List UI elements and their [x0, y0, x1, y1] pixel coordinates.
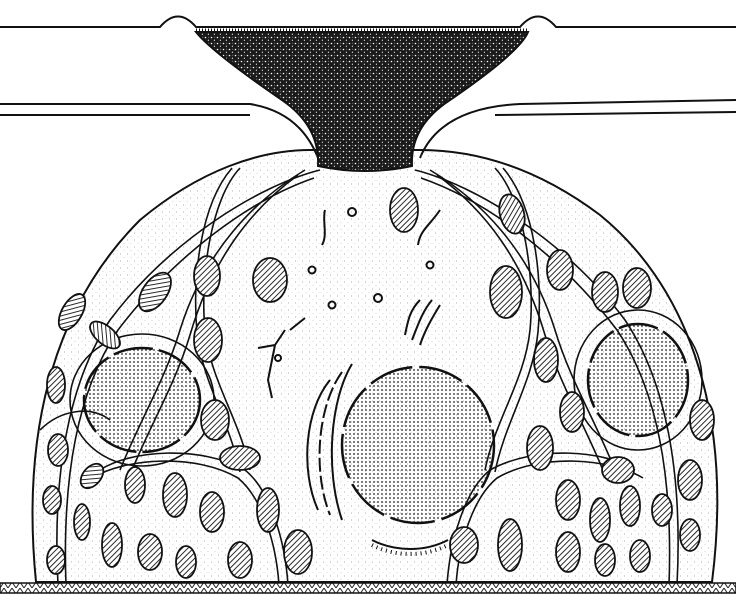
taste-pore-granules	[196, 32, 528, 171]
right-layer-line-upper	[420, 100, 736, 158]
basal-lamina	[0, 583, 736, 593]
right-layer-line-lower	[495, 112, 736, 115]
right-large-nucleus	[574, 310, 702, 450]
left-layer-line-upper	[0, 104, 318, 158]
apical-surface-line	[0, 17, 736, 28]
left-large-nucleus	[70, 334, 214, 466]
